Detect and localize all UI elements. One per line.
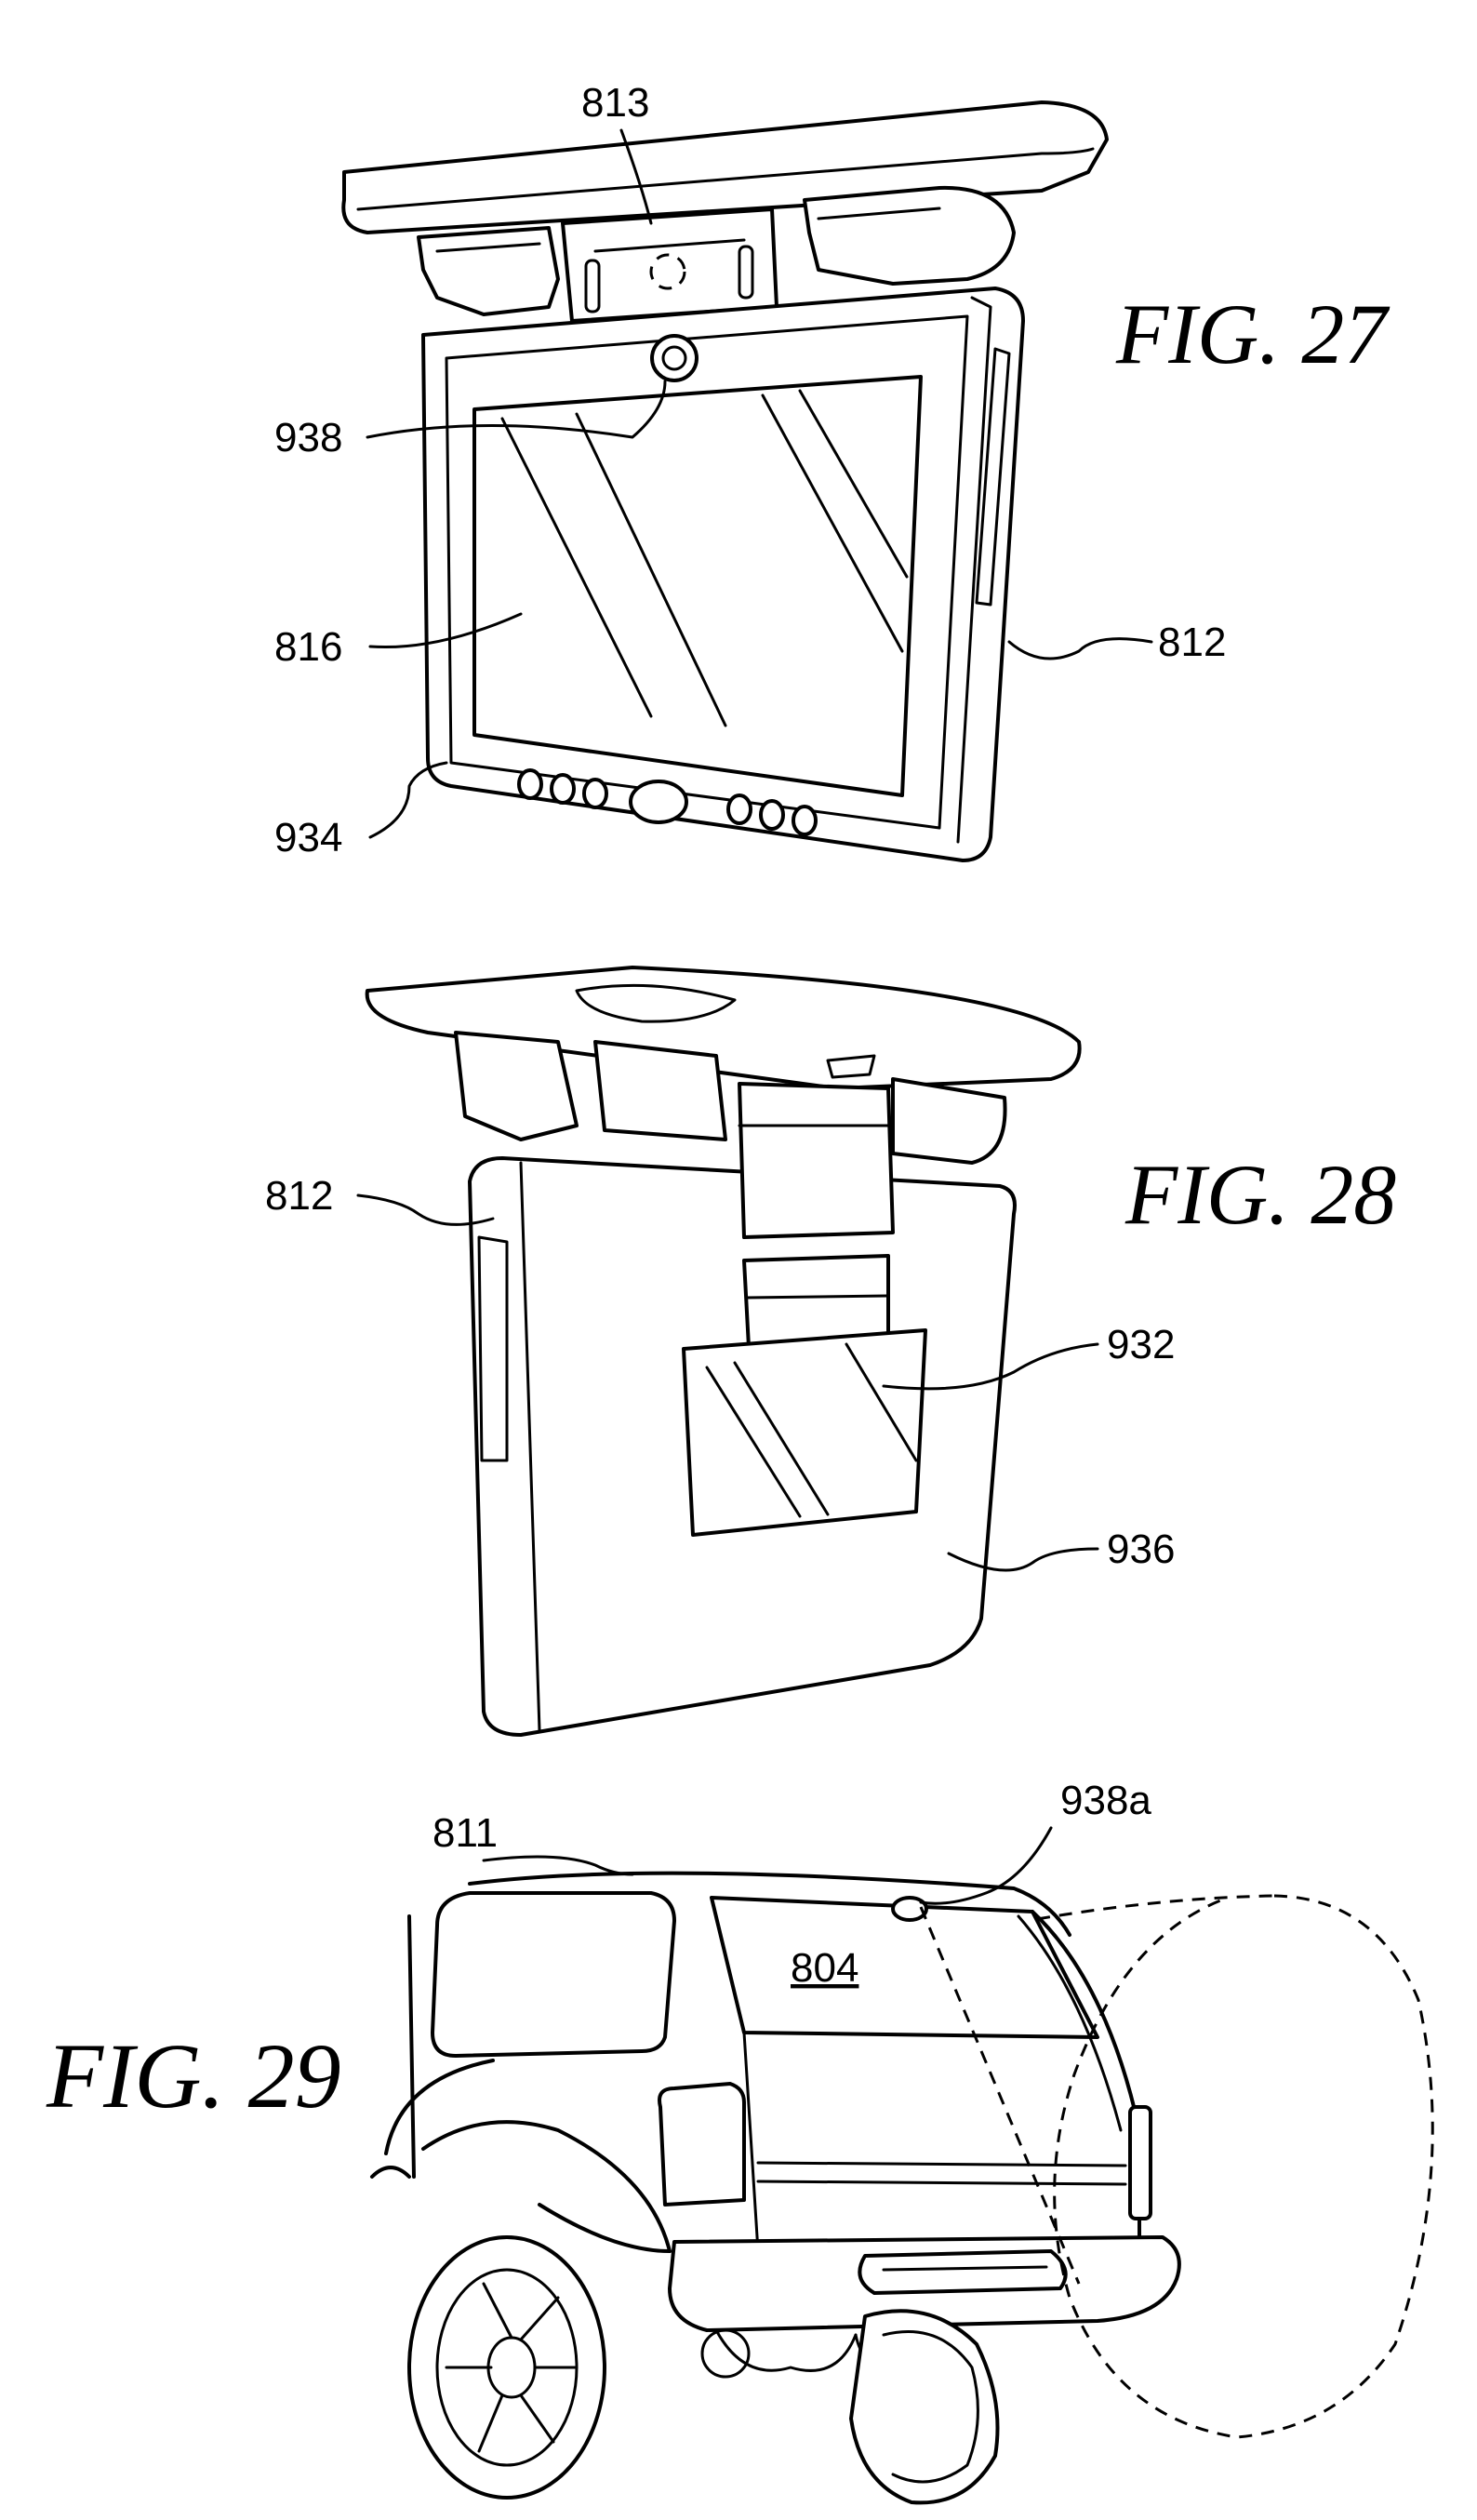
fig-28-title: FIG. 28 xyxy=(1124,1147,1396,1242)
fig-28-label-936: 936 xyxy=(1107,1527,1175,1572)
fig-27: FIG. 27 xyxy=(274,80,1391,860)
fig-28-label-932: 932 xyxy=(1107,1322,1175,1367)
fig-27-screen-816 xyxy=(474,377,921,795)
fig-29-title: FIG. 29 xyxy=(46,2024,341,2127)
fig-28-overhead-console xyxy=(367,967,1080,1163)
fig-29-wheel-right xyxy=(851,2311,998,2502)
fig-27-label-813: 813 xyxy=(581,80,649,126)
fig-28-rear-screen-932 xyxy=(684,1330,925,1535)
fig-27-camera-938 xyxy=(652,336,697,380)
fig-29-label-804: 804 xyxy=(791,1945,858,1991)
fig-27-label-816: 816 xyxy=(274,624,342,670)
fig-27-label-938: 938 xyxy=(274,415,342,460)
fig-28-monitor-back xyxy=(470,1084,1015,1735)
fig-29-label-938a: 938a xyxy=(1060,1778,1151,1823)
fig-27-label-812: 812 xyxy=(1158,620,1226,665)
fig-27-label-934: 934 xyxy=(274,815,342,860)
fig-27-monitor-812 xyxy=(423,288,1023,860)
fig-29: FIG. 29 xyxy=(46,1778,1432,2502)
fig-28: FIG. 28 812 xyxy=(265,967,1396,1735)
fig-29-label-811: 811 xyxy=(432,1810,498,1856)
fig-27-title: FIG. 27 xyxy=(1115,287,1391,381)
fig-28-label-812: 812 xyxy=(265,1173,333,1219)
fig-29-vehicle-811 xyxy=(372,1873,1179,2503)
